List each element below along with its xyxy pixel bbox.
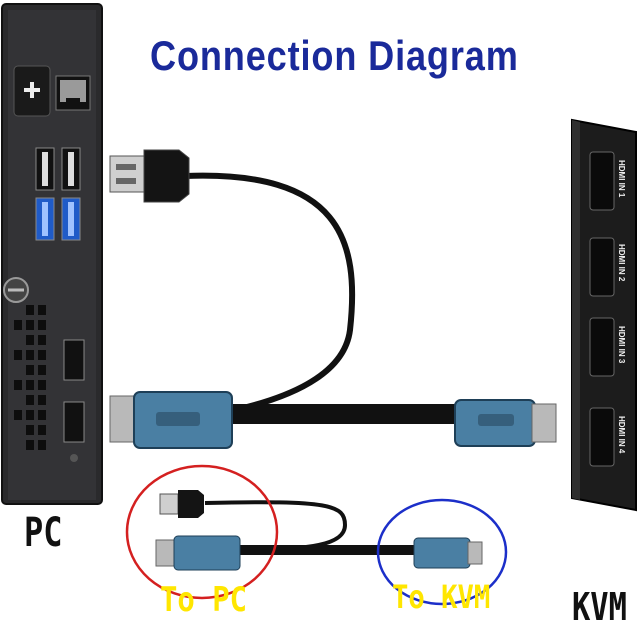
to-kvm-label: To KVM	[392, 578, 491, 616]
kvm-port-label: HDMI IN 4	[617, 416, 626, 454]
kvm-hdmi-port	[589, 237, 615, 297]
hdmi-plug-icon	[467, 541, 483, 565]
callout-circle-pc	[125, 464, 279, 600]
main-cable	[109, 149, 557, 449]
usb-plug-housing	[143, 149, 190, 203]
pc-hdmi-port	[63, 401, 85, 443]
pc-tower	[1, 3, 103, 505]
callout-circle-kvm	[376, 498, 508, 606]
hdmi-plug-icon	[531, 403, 557, 443]
usb-a-plug-icon	[159, 493, 179, 515]
kvm-hdmi-port	[589, 151, 615, 211]
hdmi-plug-icon	[155, 539, 177, 567]
kvm-hdmi-port	[589, 407, 615, 467]
inset-cable	[155, 490, 483, 571]
to-pc-label: To PC	[160, 580, 248, 620]
kvm-hdmi-port	[589, 317, 615, 377]
kvm-label: KVM	[572, 585, 627, 629]
kvm-port-label: HDMI IN 3	[617, 326, 626, 364]
kvm-port-label: HDMI IN 1	[617, 160, 626, 198]
displayport-port	[63, 339, 85, 381]
pc-label: PC	[24, 510, 63, 556]
usb-a-plug-icon	[109, 155, 145, 193]
diagram-title: Connection Diagram	[150, 32, 519, 79]
hdmi-connector-right	[413, 537, 471, 569]
kvm-port-label: HDMI IN 2	[617, 244, 626, 282]
kvm-switch	[571, 118, 637, 512]
vent-grid	[14, 305, 46, 450]
hdmi-connector-left	[173, 535, 241, 571]
